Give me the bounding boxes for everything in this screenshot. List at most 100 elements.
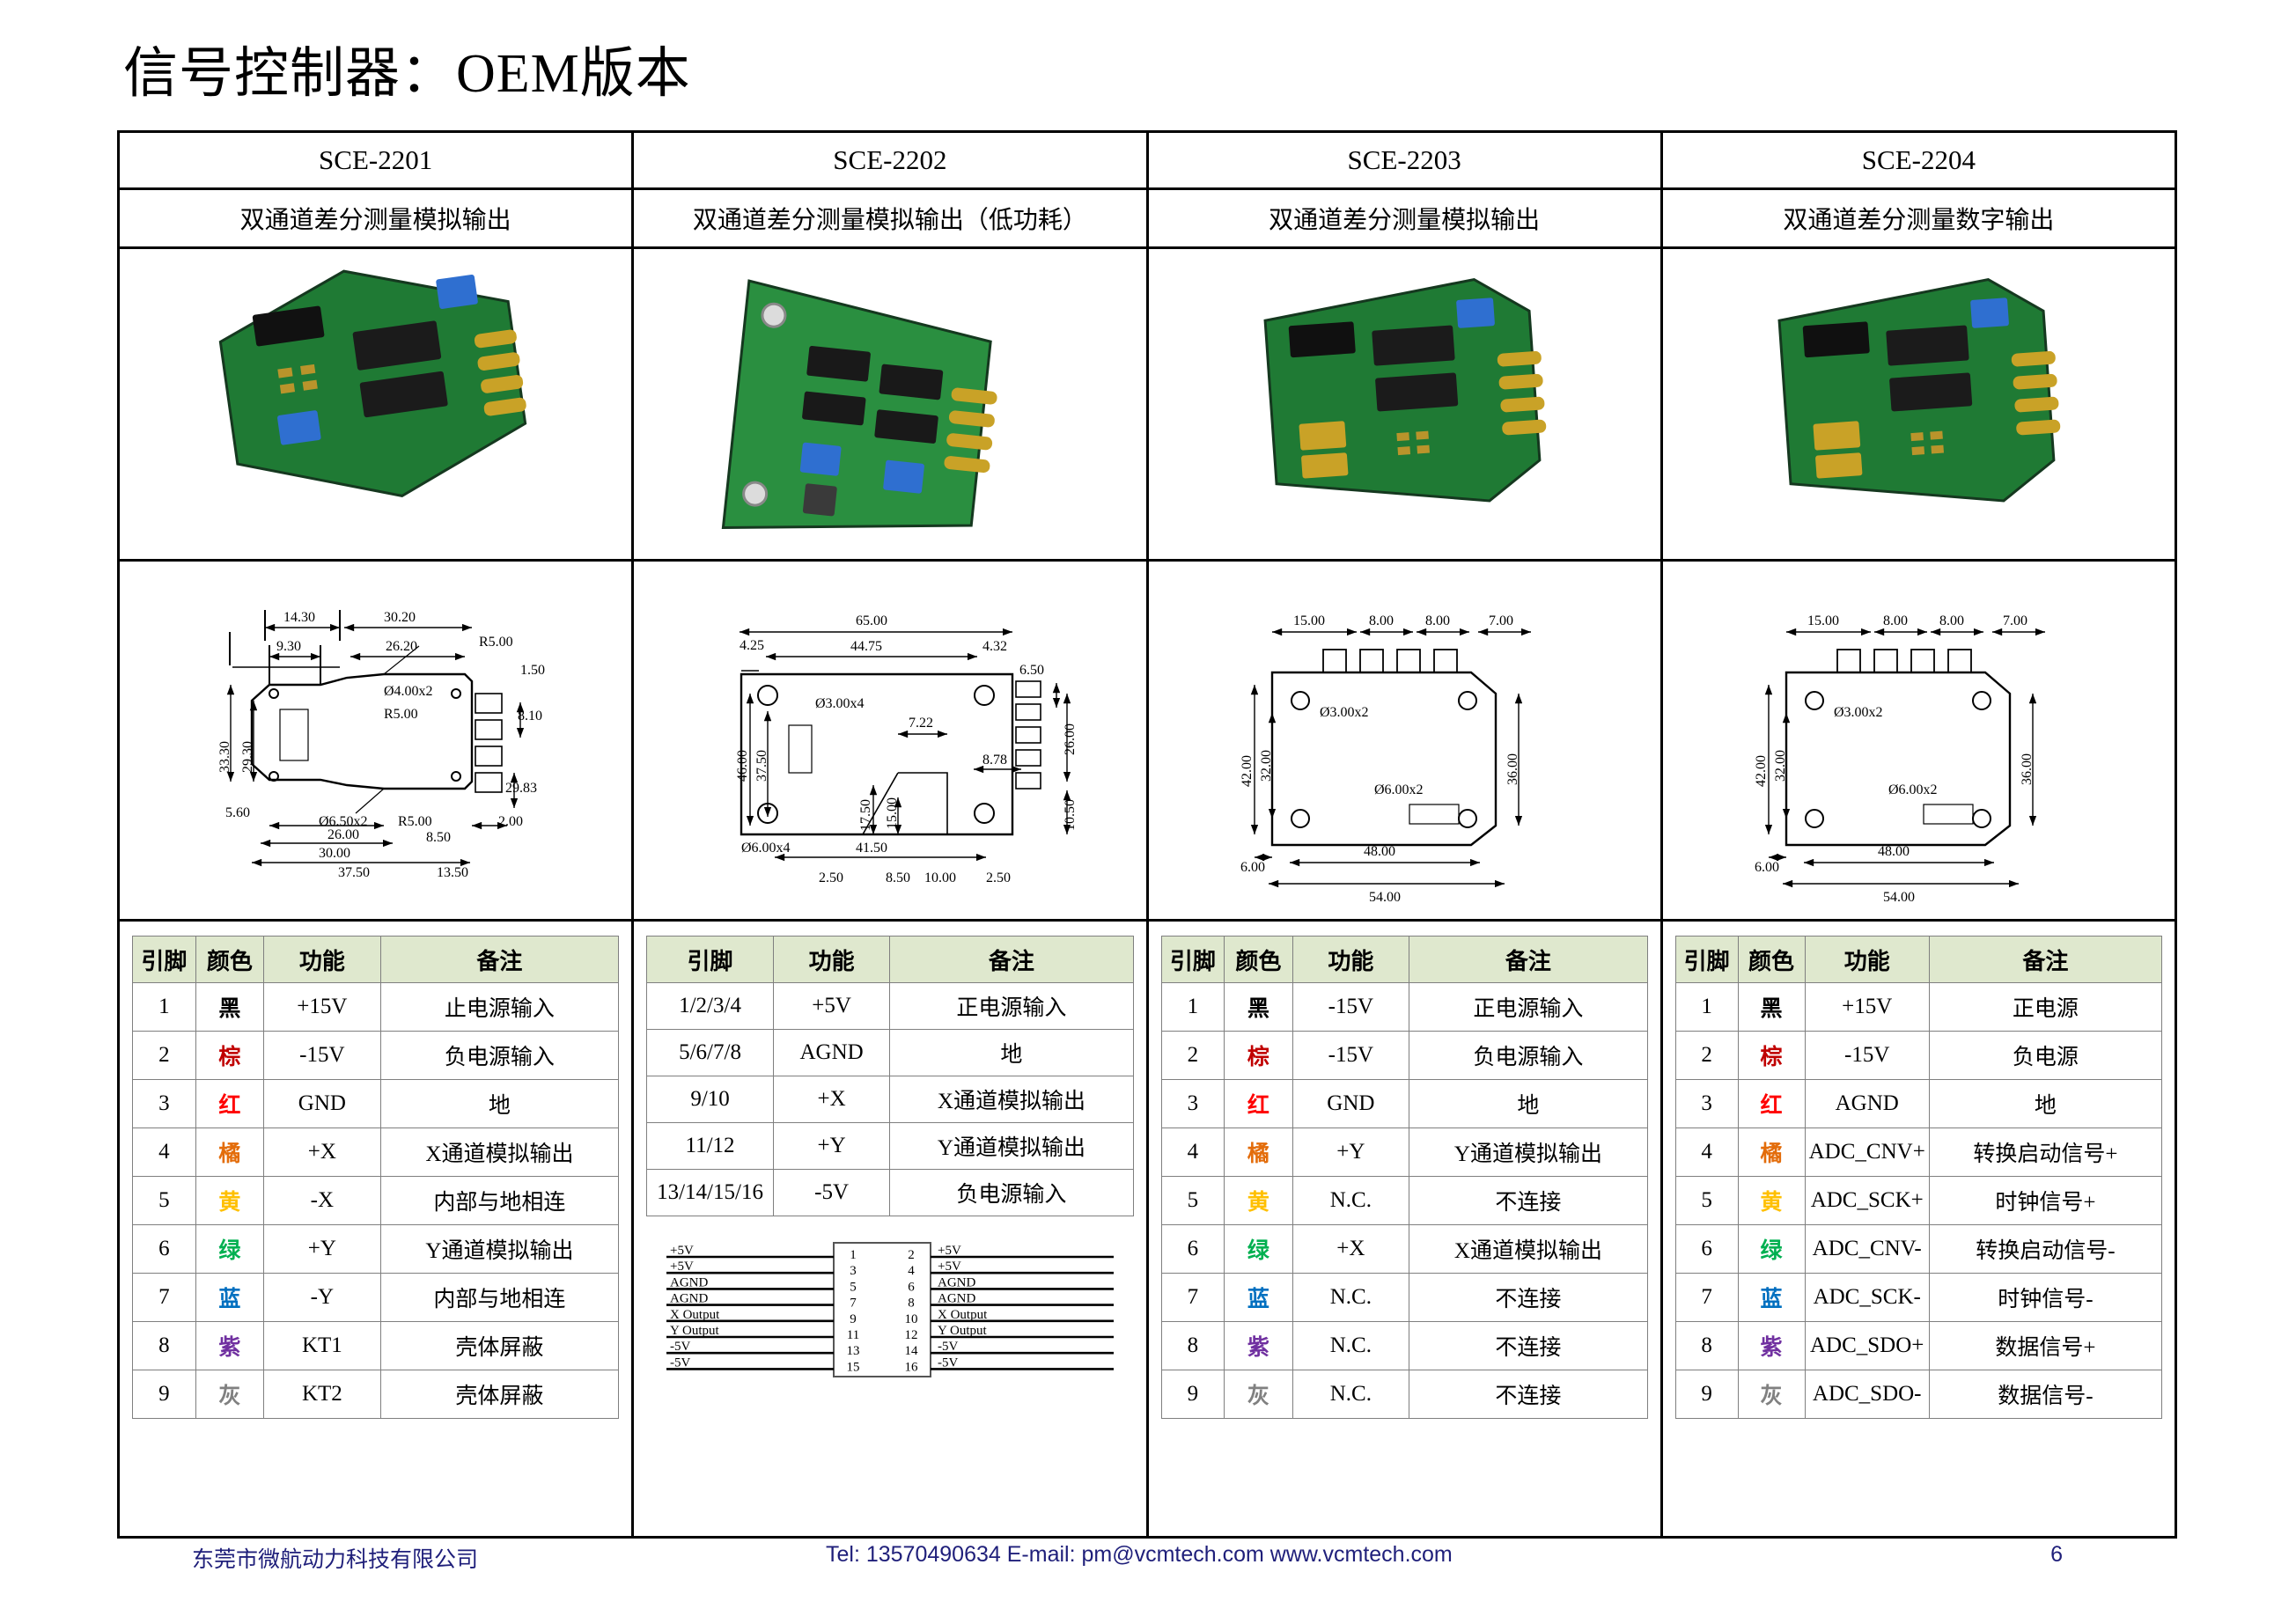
pinout-table-wrapper: 引脚 颜色 功能 备注 1 黑 +15V 止电源输入 2 棕 -15V 负电源输… bbox=[120, 922, 631, 1536]
svg-text:+5V: +5V bbox=[670, 1260, 694, 1274]
svg-text:-5V: -5V bbox=[938, 1340, 958, 1354]
svg-text:+5V: +5V bbox=[938, 1260, 961, 1274]
table-row: 11/12 +Y Y通道模拟输出 bbox=[646, 1122, 1134, 1170]
pin-number: 4 bbox=[132, 1128, 196, 1177]
wire-color: 蓝 bbox=[1737, 1273, 1806, 1322]
wire-color: 棕 bbox=[1224, 1031, 1293, 1080]
wire-color: 橘 bbox=[1224, 1128, 1293, 1177]
header-pin: 引脚 bbox=[646, 936, 774, 983]
svg-text:1: 1 bbox=[850, 1248, 857, 1262]
pinout-table-wrapper: 引脚 颜色 功能 备注 1 黑 +15V 正电源 2 棕 -15V 负电源 3 … bbox=[1663, 922, 2175, 1536]
pin-remark: Y通道模拟输出 bbox=[379, 1224, 620, 1274]
svg-text:36.00: 36.00 bbox=[2020, 753, 2035, 785]
pcb-photo bbox=[1148, 249, 1660, 562]
svg-text:2: 2 bbox=[908, 1248, 915, 1262]
header-color: 颜色 bbox=[1737, 936, 1806, 983]
header-function: 功能 bbox=[1804, 936, 1930, 983]
pin-remark: 地 bbox=[1928, 1079, 2163, 1128]
svg-text:30.00: 30.00 bbox=[319, 846, 350, 861]
svg-text:32.00: 32.00 bbox=[1259, 750, 1274, 782]
svg-text:44.75: 44.75 bbox=[850, 639, 882, 654]
pin-remark: 壳体屏蔽 bbox=[379, 1321, 620, 1370]
svg-text:15.00: 15.00 bbox=[885, 797, 900, 829]
header-function: 功能 bbox=[263, 936, 381, 983]
pin-number: 9 bbox=[1160, 1370, 1225, 1419]
product-column-sce-2203: SCE-2203 双通道差分测量模拟输出 bbox=[1148, 133, 1663, 1536]
svg-text:9.30: 9.30 bbox=[276, 639, 301, 654]
pin-remark: 内部与地相连 bbox=[379, 1176, 620, 1225]
pinout-table: 引脚 功能 备注 1/2/3/4 +5V 正电源输入 5/6/7/8 AGND … bbox=[646, 936, 1134, 1216]
model-name: SCE-2203 bbox=[1148, 133, 1660, 190]
svg-text:X Output: X Output bbox=[938, 1308, 988, 1322]
wire-color: 紫 bbox=[195, 1321, 265, 1370]
pin-remark: 地 bbox=[889, 1029, 1134, 1076]
svg-text:Ø6.00x4: Ø6.00x4 bbox=[741, 841, 791, 856]
svg-text:-5V: -5V bbox=[670, 1340, 690, 1354]
pin-function: ADC_SCK+ bbox=[1804, 1176, 1930, 1225]
pcb-photo bbox=[1662, 249, 2175, 562]
pinout-table: 引脚 颜色 功能 备注 1 黑 +15V 止电源输入 2 棕 -15V 负电源输… bbox=[132, 936, 620, 1419]
page-title: 信号控制器：OEM版本 bbox=[123, 44, 691, 104]
pin-remark: X通道模拟输出 bbox=[889, 1076, 1134, 1123]
wire-color: 绿 bbox=[195, 1224, 265, 1274]
table-row: 4 橘 ADC_CNV+ 转换启动信号+ bbox=[1674, 1128, 2163, 1177]
svg-text:41.50: 41.50 bbox=[856, 841, 887, 856]
pin-remark: 负电源输入 bbox=[379, 1031, 620, 1080]
pin-function: N.C. bbox=[1292, 1321, 1410, 1370]
svg-text:Ø6.50x2: Ø6.50x2 bbox=[319, 814, 368, 829]
pin-number: 2 bbox=[1160, 1031, 1225, 1080]
pin-remark: 不连接 bbox=[1409, 1370, 1648, 1419]
pin-number: 5 bbox=[132, 1176, 196, 1225]
svg-text:15.00: 15.00 bbox=[1807, 613, 1839, 628]
svg-text:26.00: 26.00 bbox=[1063, 724, 1078, 755]
pin-function: -5V bbox=[772, 1169, 891, 1216]
wire-color: 红 bbox=[1737, 1079, 1806, 1128]
svg-text:Y Output: Y Output bbox=[938, 1324, 988, 1338]
pin-function: GND bbox=[1292, 1079, 1410, 1128]
svg-text:7: 7 bbox=[850, 1296, 857, 1311]
table-row: 3 红 GND 地 bbox=[132, 1079, 620, 1128]
svg-text:8.50: 8.50 bbox=[426, 830, 451, 845]
pin-number: 9 bbox=[1674, 1370, 1739, 1419]
wire-color: 灰 bbox=[1737, 1370, 1806, 1419]
table-header-row: 引脚 颜色 功能 备注 bbox=[1674, 936, 2163, 983]
svg-text:8.00: 8.00 bbox=[1369, 613, 1394, 628]
model-description: 双通道差分测量模拟输出 bbox=[120, 190, 632, 249]
svg-text:3: 3 bbox=[850, 1264, 857, 1278]
wire-color: 蓝 bbox=[195, 1273, 265, 1322]
pin-remark: 地 bbox=[1409, 1079, 1648, 1128]
svg-text:14: 14 bbox=[904, 1344, 918, 1358]
svg-text:36.00: 36.00 bbox=[1505, 753, 1520, 785]
model-description: 双通道差分测量数字输出 bbox=[1662, 190, 2175, 249]
header-remark: 备注 bbox=[379, 936, 620, 983]
pcb-photo bbox=[634, 249, 1146, 562]
pin-number: 5 bbox=[1160, 1176, 1225, 1225]
table-row: 5 黄 N.C. 不连接 bbox=[1160, 1176, 1648, 1225]
svg-text:8.10: 8.10 bbox=[518, 709, 542, 724]
svg-text:29.83: 29.83 bbox=[505, 781, 537, 796]
table-row: 1 黑 +15V 止电源输入 bbox=[132, 982, 620, 1032]
pin-remark: 内部与地相连 bbox=[379, 1273, 620, 1322]
footer-company: 东莞市微航动力科技有限公司 bbox=[192, 1547, 479, 1572]
svg-text:2.50: 2.50 bbox=[986, 870, 1011, 885]
table-row: 3 红 GND 地 bbox=[1160, 1079, 1648, 1128]
svg-text:10.00: 10.00 bbox=[924, 870, 956, 885]
pin-number: 3 bbox=[1674, 1079, 1739, 1128]
pin-remark: 时钟信号+ bbox=[1928, 1176, 2163, 1225]
pin-number: 1/2/3/4 bbox=[646, 982, 774, 1030]
pin-remark: 转换启动信号+ bbox=[1928, 1128, 2163, 1177]
product-column-sce-2201: SCE-2201 双通道差分测量模拟输出 bbox=[120, 133, 635, 1536]
svg-text:6.00: 6.00 bbox=[1240, 860, 1265, 875]
pin-function: -X bbox=[263, 1176, 381, 1225]
pin-remark: 不连接 bbox=[1409, 1321, 1648, 1370]
svg-text:13: 13 bbox=[846, 1344, 859, 1358]
svg-text:AGND: AGND bbox=[670, 1292, 708, 1306]
pin-number: 8 bbox=[1160, 1321, 1225, 1370]
pcb-photo bbox=[120, 249, 632, 562]
wire-color: 紫 bbox=[1224, 1321, 1293, 1370]
svg-text:11: 11 bbox=[847, 1328, 859, 1342]
svg-text:Ø3.00x2: Ø3.00x2 bbox=[1834, 705, 1883, 720]
pin-number: 2 bbox=[132, 1031, 196, 1080]
